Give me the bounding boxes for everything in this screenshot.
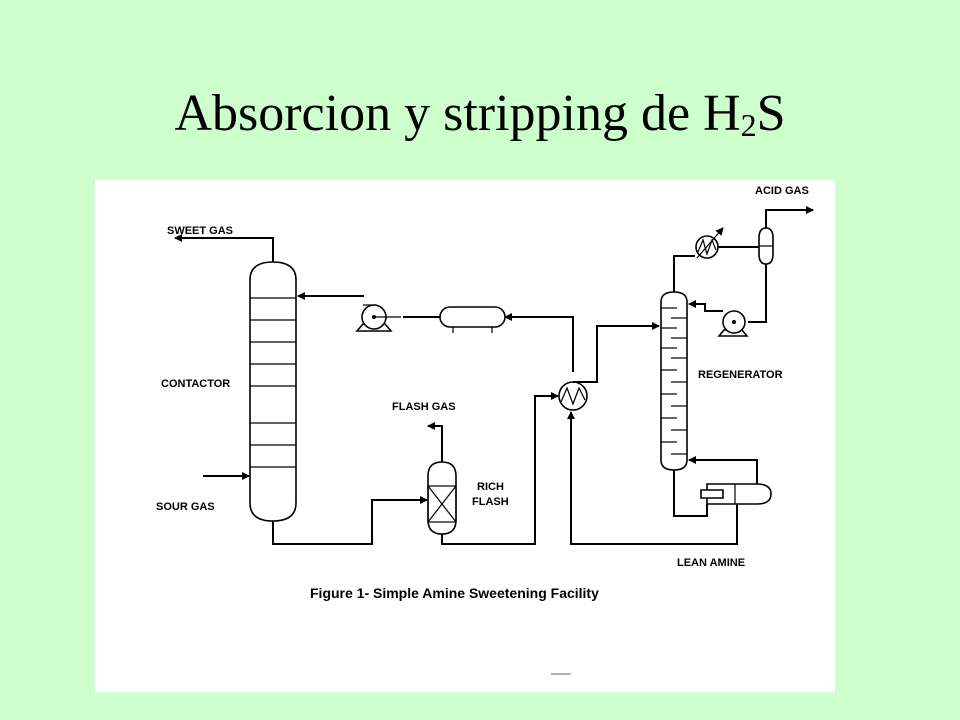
regenerator-feed-line: [573, 322, 660, 383]
lean-amine-line: [567, 411, 738, 545]
reflux-return-line: [688, 300, 723, 312]
regenerator-column: [660, 291, 688, 471]
title-end: S: [756, 85, 786, 142]
figure-caption: Figure 1- Simple Amine Sweetening Facili…: [310, 585, 599, 601]
reflux-line: [748, 264, 767, 323]
label-flash-gas: FLASH GAS: [392, 401, 456, 413]
slide-title: Absorcion y stripping de H2S: [0, 85, 960, 143]
label-contactor: CONTACTOR: [161, 378, 230, 390]
lean-rich-exchanger: [558, 381, 588, 411]
process-flow-diagram: SWEET GAS CONTACTOR SOUR GAS FLASH GAS R…: [156, 185, 814, 675]
rich-amine-line: [272, 496, 428, 545]
surge-tank: [439, 306, 506, 333]
flash-to-exchanger-line: [441, 392, 559, 545]
label-sour-gas: SOUR GAS: [156, 501, 215, 513]
reboiler-feed-line: [673, 470, 708, 517]
title-main: Absorcion y stripping de H: [174, 85, 741, 142]
pump-to-contactor-line: [297, 292, 364, 300]
label-rich-flash-1: RICH: [477, 481, 504, 493]
label-lean-amine: LEAN AMINE: [677, 557, 745, 569]
rich-flash-vessel: [427, 461, 457, 535]
label-acid-gas: ACID GAS: [755, 185, 809, 197]
condenser-exchanger: [695, 227, 724, 259]
reboiler: [700, 483, 772, 505]
flash-gas-line: [427, 422, 443, 462]
acid-gas-line: [765, 206, 814, 228]
reboiler-vapor-line: [688, 456, 758, 484]
label-rich-flash-2: FLASH: [472, 496, 509, 508]
reflux-pump: [717, 310, 749, 337]
lean-amine-return-line: [504, 313, 574, 372]
label-regenerator: REGENERATOR: [698, 369, 783, 381]
sweet-gas-line: [174, 234, 274, 262]
title-subscript: 2: [740, 107, 757, 143]
figure-panel: SWEET GAS CONTACTOR SOUR GAS FLASH GAS R…: [95, 180, 835, 692]
lean-amine-pump: [355, 304, 401, 332]
reflux-drum: [758, 227, 774, 265]
label-sweet-gas: SWEET GAS: [167, 225, 233, 237]
contactor-column: [249, 261, 297, 522]
overhead-vapor-line: [673, 255, 695, 292]
